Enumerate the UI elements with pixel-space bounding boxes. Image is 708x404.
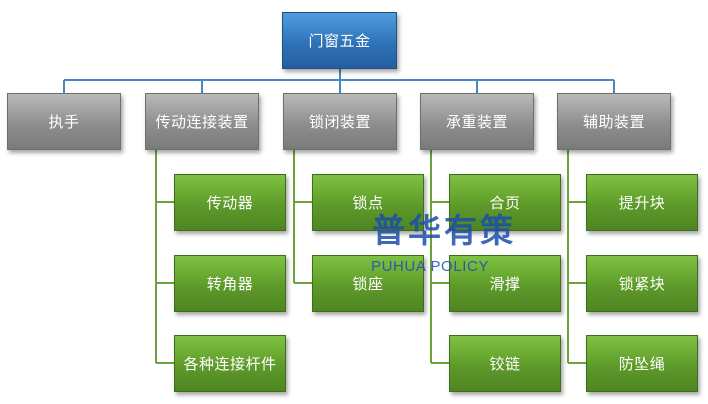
leaf-node: 提升块: [586, 174, 698, 231]
leaf-node: 传动器: [174, 174, 286, 231]
category-node-load-bearing: 承重装置: [420, 93, 534, 150]
category-node-handle: 执手: [7, 93, 121, 150]
root-label: 门窗五金: [308, 32, 371, 50]
watermark-logo-subtext: PUHUA POLICY: [371, 258, 490, 275]
category-node-locking: 锁闭装置: [283, 93, 397, 150]
leaf-label: 传动器: [206, 194, 254, 212]
category-label: 承重装置: [445, 113, 508, 131]
leaf-node: 防坠绳: [586, 335, 698, 392]
leaf-node: 各种连接杆件: [174, 335, 286, 392]
leaf-node: 锁点: [312, 174, 424, 231]
leaf-node: 滑撑: [449, 255, 561, 312]
leaf-label: 锁点: [352, 194, 384, 212]
leaf-label: 锁座: [352, 275, 384, 293]
root-node: 门窗五金: [282, 12, 397, 69]
leaf-node: 锁座: [312, 255, 424, 312]
leaf-node: 合页: [449, 174, 561, 231]
leaf-label: 各种连接杆件: [183, 355, 277, 373]
leaf-node: 转角器: [174, 255, 286, 312]
category-label: 传动连接装置: [155, 113, 249, 131]
category-label: 锁闭装置: [308, 113, 371, 131]
leaf-label: 提升块: [618, 194, 666, 212]
leaf-node: 铰链: [449, 335, 561, 392]
leaf-node: 锁紧块: [586, 255, 698, 312]
leaf-label: 滑撑: [489, 275, 521, 293]
leaf-label: 转角器: [206, 275, 254, 293]
leaf-label: 防坠绳: [618, 355, 666, 373]
leaf-label: 铰链: [489, 355, 521, 373]
category-node-transmission: 传动连接装置: [145, 93, 259, 150]
leaf-label: 合页: [489, 194, 521, 212]
watermark-logo-text: 普华有策: [372, 211, 516, 250]
category-node-auxiliary: 辅助装置: [557, 93, 671, 150]
leaf-label: 锁紧块: [618, 275, 666, 293]
category-label: 辅助装置: [582, 113, 645, 131]
category-label: 执手: [48, 113, 80, 131]
